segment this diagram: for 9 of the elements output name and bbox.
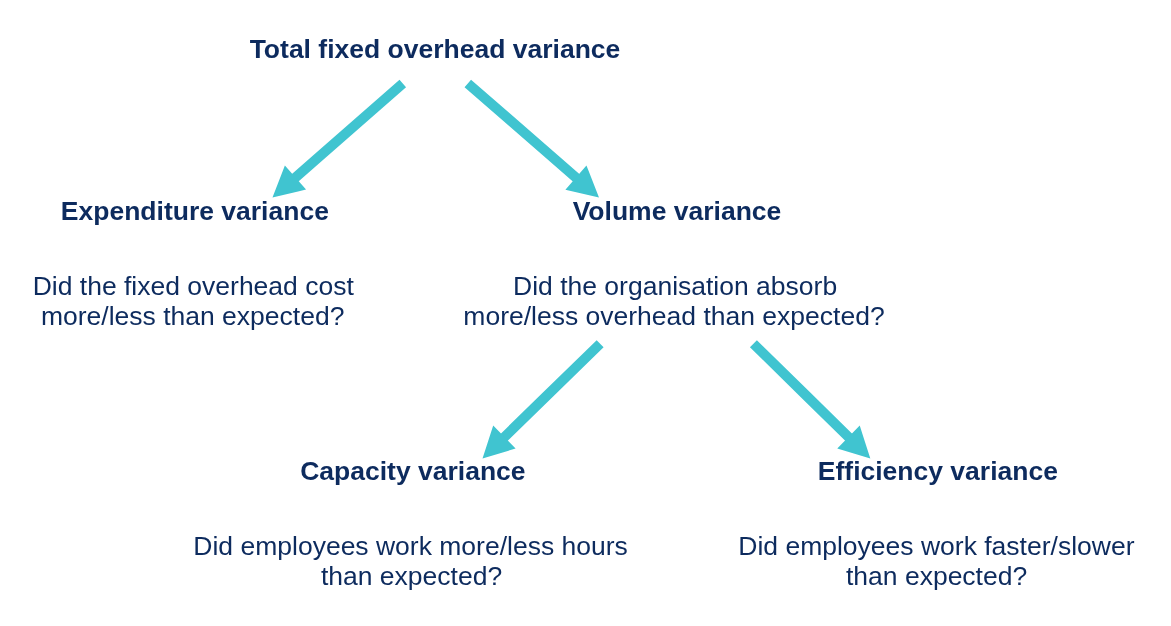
arrow bbox=[482, 339, 604, 458]
node-text: Efficiency variance Did employees work faster/slower than expected? bbox=[738, 455, 1135, 591]
node-text: Volume variance Did the organisation absorb more/less overhead than expected? bbox=[463, 195, 885, 331]
arrow bbox=[464, 79, 599, 198]
node-text: Capacity variance Did employees work more/less hours than expected? bbox=[193, 455, 628, 591]
node-text: Total fixed overhead variance bbox=[249, 33, 621, 64]
arrow bbox=[272, 79, 407, 198]
node-text: Expenditure variance Did the fixed overhead cost more/less than expected? bbox=[32, 195, 354, 331]
arrow bbox=[749, 339, 871, 458]
